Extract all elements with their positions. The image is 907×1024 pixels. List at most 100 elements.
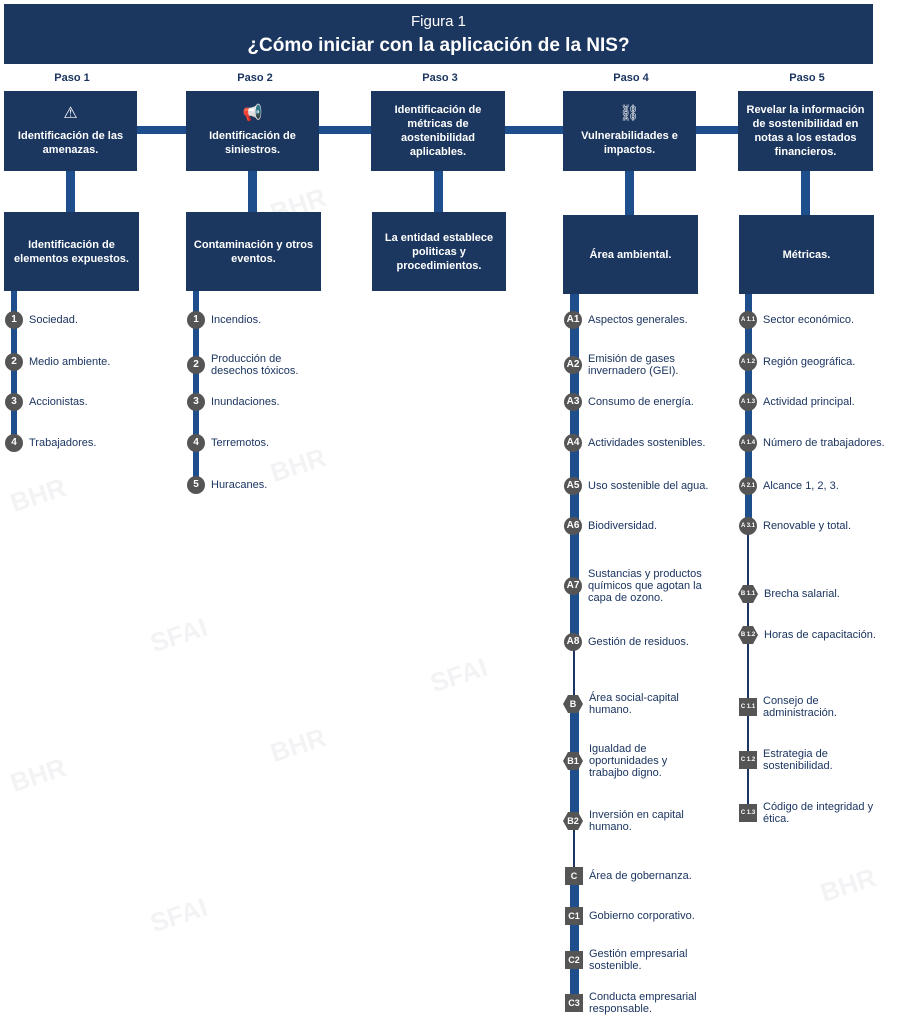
item-text: Igualdad de oportunidades y trabajbo dig…	[589, 743, 668, 779]
watermark-logo: SFAI	[146, 611, 211, 659]
item-marker: A3	[564, 393, 582, 411]
step-3-sub-box: La entidad establece politicas y procedi…	[372, 212, 506, 291]
item-marker: A4	[564, 434, 582, 452]
item-text: Accionistas.	[29, 396, 88, 408]
item-text: Área social-capital humano.	[589, 692, 679, 716]
item-marker: C1	[565, 907, 583, 925]
list-item: 3 Accionistas.	[5, 393, 88, 411]
connector-3	[434, 171, 443, 212]
item-text: Trabajadores.	[29, 437, 97, 449]
item-text: Inversión en capital humano.	[589, 809, 684, 833]
item-marker: 1	[187, 311, 205, 329]
list-item: B 1.1 Brecha salarial.	[738, 585, 840, 603]
list-item: A4 Actividades sostenibles.	[564, 434, 705, 452]
step-4-title: Vulnerabilidades e impactos.	[581, 130, 678, 156]
connector-5	[801, 171, 810, 215]
item-marker: C	[565, 867, 583, 885]
list-item: A2 Emisión de gases invernadero (GEI).	[564, 353, 708, 377]
item-marker: C 1.1	[739, 698, 757, 716]
item-text: Gestión de residuos.	[588, 636, 689, 648]
item-marker: C2	[565, 951, 583, 969]
figure-subtitle: Figura 1	[410, 13, 467, 30]
item-marker: A 1.2	[739, 353, 757, 371]
list-item: B2 Inversión en capital humano.	[563, 809, 704, 833]
list-item: A8 Gestión de residuos.	[564, 633, 689, 651]
step-5-sub-title: Métricas.	[782, 248, 831, 261]
item-text: Conducta empresarial responsable.	[589, 991, 697, 1015]
item-marker: A6	[564, 517, 582, 535]
step-5-title: Revelar la información de sostenibilidad…	[746, 104, 865, 158]
item-text: Alcance 1, 2, 3.	[763, 480, 839, 492]
list-item: 5 Huracanes.	[187, 476, 267, 494]
item-text: Brecha salarial.	[764, 588, 840, 600]
item-text: Número de trabajadores.	[763, 437, 885, 449]
watermark-logo: BHR	[816, 862, 880, 908]
step-3-sub-title: La entidad establece politicas y procedi…	[384, 231, 494, 272]
list-2-line	[193, 291, 199, 487]
item-marker: 3	[5, 393, 23, 411]
item-marker: B 1.1	[738, 585, 758, 603]
item-marker: A 2.1	[739, 477, 757, 495]
item-marker: 4	[187, 434, 205, 452]
step-label-5: Paso 5	[789, 72, 825, 84]
step-1-title: Identificación de las amenazas.	[17, 130, 124, 156]
step-4-sub-title: Área ambiental.	[589, 248, 672, 261]
step-2-sub-box: Contaminación y otros eventos.	[186, 212, 321, 291]
item-text: Código de integridad y ética.	[763, 801, 874, 825]
step-4-sub-box: Área ambiental.	[563, 215, 698, 294]
item-marker: 1	[5, 311, 23, 329]
item-text: Gestión empresarial sostenible.	[589, 948, 688, 972]
item-text: Uso sostenible del agua.	[588, 480, 709, 492]
step-1-box: ⚠ Identificación de las amenazas.	[4, 91, 137, 171]
item-marker: C3	[565, 994, 583, 1012]
item-text: Actividades sostenibles.	[588, 437, 706, 449]
item-text: Emisión de gases invernadero (GEI).	[588, 353, 679, 377]
list-item: A5 Uso sostenible del agua.	[564, 477, 708, 495]
item-marker: A2	[564, 356, 582, 374]
item-marker: C 1.3	[739, 804, 757, 822]
item-marker: A5	[564, 477, 582, 495]
item-marker: B2	[563, 812, 583, 830]
list-4-line-a	[570, 294, 579, 644]
item-text: Incendios.	[211, 314, 262, 326]
item-marker: 4	[5, 434, 23, 452]
list-item: C2 Gestión empresarial sostenible.	[565, 948, 709, 972]
item-marker: B1	[563, 752, 583, 770]
item-text: Renovable y total.	[763, 520, 852, 532]
item-text: Huracanes.	[211, 479, 268, 491]
connector-2	[248, 171, 257, 212]
list-item: C 1.1 Consejo de administración.	[739, 695, 873, 719]
list-5-line-b	[747, 527, 749, 815]
item-text: Consejo de administración.	[763, 695, 837, 719]
connector-4	[625, 171, 634, 215]
step-5-sub-box: Métricas.	[739, 215, 874, 294]
step-5-box: Revelar la información de sostenibilidad…	[738, 91, 873, 171]
item-text: Estrategia de sostenibilidad.	[763, 748, 833, 772]
list-item: 1 Incendios.	[187, 311, 261, 329]
list-item: C 1.3 Código de integridad y ética.	[739, 801, 893, 825]
watermark-logo: BHR	[6, 472, 70, 518]
item-marker: A 1.4	[739, 434, 757, 452]
list-4-line-d	[573, 822, 575, 876]
item-marker: A 1.3	[739, 393, 757, 411]
item-text: Gobierno corporativo.	[589, 910, 695, 922]
item-marker: 5	[187, 476, 205, 494]
list-item: A 1.2 Región geográfica.	[739, 353, 855, 371]
item-text: Sociedad.	[29, 314, 78, 326]
item-marker: A8	[564, 633, 582, 651]
item-text: Aspectos generales.	[588, 314, 688, 326]
megaphone-icon: 📢	[242, 105, 263, 122]
step-1-sub-title: Identificación de elementos expuestos.	[14, 238, 129, 265]
step-label-1: Paso 1	[54, 72, 90, 84]
step-3-title: Identificación de métricas de aostenibil…	[394, 104, 482, 158]
item-text: Sustancias y productos químicos que agot…	[588, 568, 702, 604]
item-text: Región geográfica.	[763, 356, 856, 368]
